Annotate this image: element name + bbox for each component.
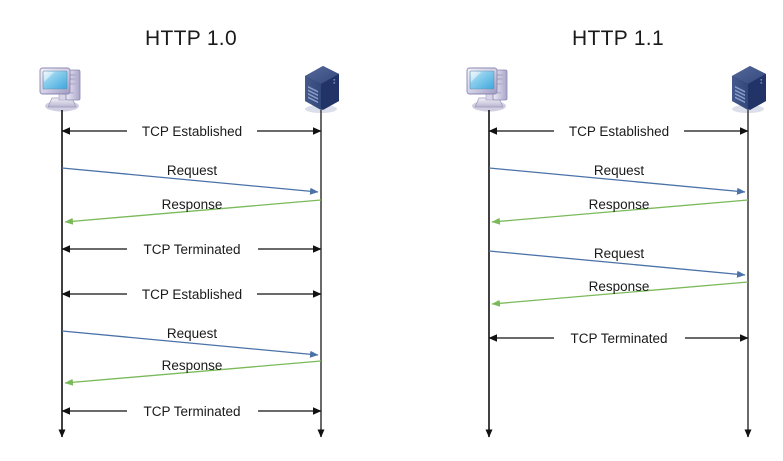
message-label: TCP Terminated [570,331,667,346]
message-label: Request [594,246,645,261]
response-arrow [491,199,749,225]
message-response-1: Response [64,197,322,225]
message-request-2: Request [61,326,319,358]
message-label: TCP Terminated [143,404,240,419]
message-tcp-terminated: TCP Terminated [488,331,749,346]
message-tcp-established-2: TCP Established [61,287,322,302]
request-arrow [488,250,746,278]
message-request-1: Request [488,163,746,195]
message-label: Request [167,163,218,178]
message-response-1: Response [491,197,749,225]
message-label: Response [589,279,650,294]
message-label: TCP Established [569,124,669,139]
message-label: TCP Established [142,124,242,139]
diagram-title: HTTP 1.0 [145,27,237,50]
request-arrow [488,167,746,195]
response-arrow [491,281,749,307]
message-label: Response [162,197,223,212]
response-arrow [64,360,322,386]
response-arrow [64,199,322,225]
message-request-2: Request [488,246,746,278]
message-tcp-terminated-2: TCP Terminated [61,404,322,419]
message-label: TCP Established [142,287,242,302]
diagram-title: HTTP 1.1 [572,27,664,50]
server-actor-icon [305,66,339,113]
message-request-1: Request [61,163,319,195]
message-label: Response [589,197,650,212]
message-response-2: Response [64,358,322,386]
request-arrow [61,167,319,195]
diagram-http-1-1: HTTP 1.1 TCP Established Request [466,27,766,438]
message-label: Request [594,163,645,178]
client-actor-icon [39,67,81,112]
server-actor-icon [732,66,766,113]
message-response-2: Response [491,279,749,307]
request-arrow [61,330,319,358]
diagram-http-1-0: HTTP 1.0 TCP Established Request [39,27,339,438]
message-tcp-established: TCP Established [61,124,322,139]
message-tcp-established: TCP Established [488,124,749,139]
client-actor-icon [466,67,508,112]
message-label: Request [167,326,218,341]
message-label: TCP Terminated [143,242,240,257]
message-label: Response [162,358,223,373]
message-tcp-terminated-1: TCP Terminated [61,242,322,257]
